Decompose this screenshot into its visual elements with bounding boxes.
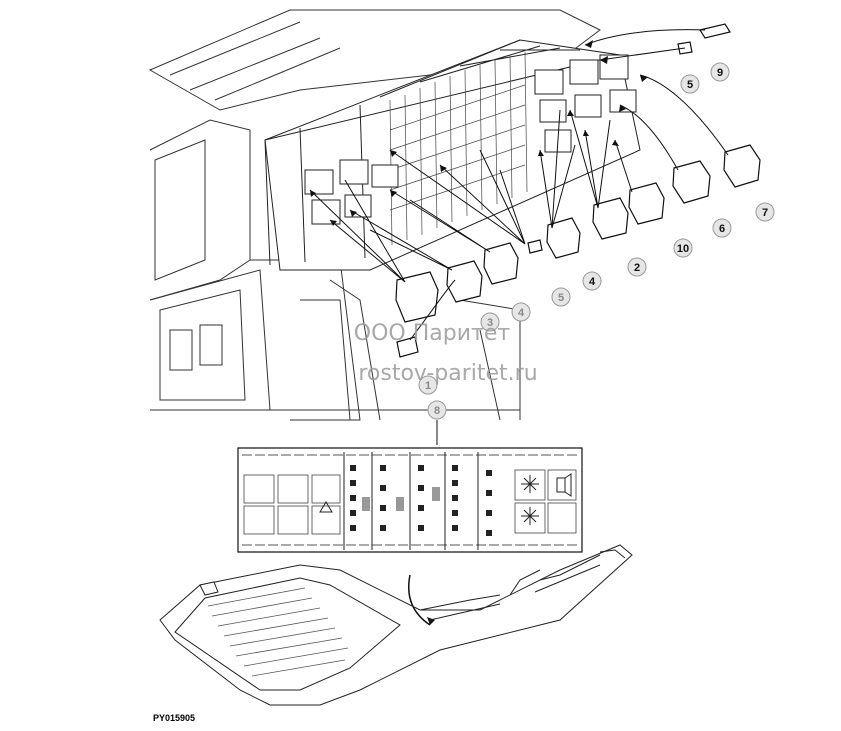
fuse-decal	[237, 447, 583, 553]
svg-text:ООО Паритет: ООО Паритет	[354, 321, 511, 346]
callout-9: 9	[710, 62, 730, 82]
svg-text:6: 6	[719, 223, 725, 235]
svg-text:5: 5	[687, 79, 693, 91]
cab-frame-lines	[148, 9, 601, 421]
callout-8: 8	[427, 400, 447, 420]
svg-text:1: 1	[425, 380, 431, 392]
arrow-heads	[310, 40, 648, 625]
callout-1: 1	[418, 375, 438, 395]
svg-text:5: 5	[558, 292, 564, 304]
callout-5-middle: 5	[551, 287, 571, 307]
watermark: ООО Паритет rostov-paritet.ru	[354, 321, 538, 386]
relay-part	[395, 23, 761, 358]
console-assembly	[159, 544, 633, 706]
figure-id: PY015905	[153, 713, 195, 723]
svg-text:rostov-paritet.ru: rostov-paritet.ru	[358, 361, 537, 386]
callout-5-top: 5	[680, 74, 700, 94]
callout-7: 7	[755, 202, 775, 222]
callout-2: 2	[627, 257, 647, 277]
svg-text:7: 7	[762, 207, 768, 219]
callout-labels: 9 5 7 6 10 2 4 5	[418, 62, 775, 420]
callout-6: 6	[712, 218, 732, 238]
svg-text:4: 4	[589, 276, 596, 288]
svg-text:8: 8	[434, 405, 440, 417]
svg-text:10: 10	[677, 243, 689, 255]
svg-text:2: 2	[634, 262, 640, 274]
callout-4-right: 4	[582, 271, 602, 291]
svg-text:3: 3	[487, 317, 493, 329]
callout-10: 10	[673, 238, 693, 258]
svg-text:4: 4	[518, 307, 525, 319]
fuse-relay-panel	[264, 39, 641, 271]
callout-4-left: 4	[511, 302, 531, 322]
callout-3: 3	[480, 312, 500, 332]
svg-text:9: 9	[717, 67, 723, 79]
